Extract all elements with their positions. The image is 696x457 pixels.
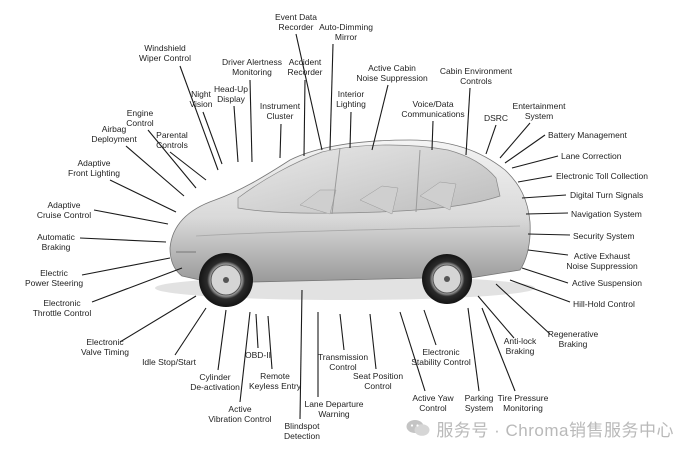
leader-line-hill-hold-control	[509, 279, 571, 303]
label-idle-stop-start: Idle Stop/Start	[142, 357, 196, 367]
leader-line-voice-data-communications	[431, 120, 434, 151]
label-cylinder-de-activation: Cylinder De-activation	[190, 372, 240, 392]
car-illustration	[155, 139, 535, 307]
label-security-system: Security System	[573, 231, 635, 241]
label-active-cabin-noise-suppression: Active Cabin Noise Suppression	[356, 63, 428, 83]
label-remote-keyless-entry: Remote Keyless Entry	[249, 371, 301, 391]
leader-line-airbag-deployment	[125, 145, 185, 197]
label-electronic-throttle-control: Electronic Throttle Control	[32, 298, 92, 318]
label-auto-dimming-mirror: Auto-Dimming Mirror	[319, 22, 373, 42]
leader-line-transmission-control	[339, 313, 345, 351]
label-parental-controls: Parental Controls	[156, 130, 188, 150]
label-electric-power-steering: Electric Power Steering	[24, 268, 84, 288]
leader-line-tire-pressure-monitoring	[481, 307, 516, 392]
label-head-up-display: Head-Up Display	[213, 84, 249, 104]
label-driver-alertness-monitoring: Driver Alertness Monitoring	[222, 57, 282, 77]
label-tire-pressure-monitoring: Tire Pressure Monitoring	[497, 393, 549, 413]
leader-line-windshield-wiper-control	[179, 65, 219, 171]
leader-line-lane-correction	[511, 155, 559, 169]
leader-line-seat-position-control	[369, 313, 377, 370]
leader-line-engine-control	[147, 129, 197, 189]
label-hill-hold-control: Hill-Hold Control	[573, 299, 635, 309]
label-engine-control: Engine Control	[126, 108, 154, 128]
label-dsrc: DSRC	[483, 113, 509, 123]
leader-line-active-suspension	[521, 267, 569, 284]
label-obd-ii: OBD-II	[245, 350, 271, 360]
leader-line-electronic-valve-timing	[119, 295, 197, 343]
label-battery-management: Battery Management	[548, 130, 627, 140]
leader-line-idle-stop-start	[174, 307, 207, 356]
leader-line-digital-turn-signals	[521, 194, 567, 199]
label-active-exhaust-noise-suppression: Active Exhaust Noise Suppression	[566, 251, 638, 271]
label-blindspot-detection: Blindspot Detection	[284, 421, 320, 441]
leader-line-remote-keyless-entry	[267, 315, 273, 370]
label-transmission-control: Transmission Control	[317, 352, 369, 372]
leader-line-night-vision	[202, 111, 223, 165]
label-seat-position-control: Seat Position Control	[352, 371, 404, 391]
label-windshield-wiper-control: Windshield Wiper Control	[139, 43, 191, 63]
leader-line-automatic-braking	[79, 237, 167, 243]
leader-line-dsrc	[485, 124, 497, 155]
leader-line-event-data-recorder	[295, 33, 323, 151]
leader-line-blindspot-detection	[299, 289, 303, 420]
wechat-bubble-icon	[406, 420, 430, 436]
label-regenerative-braking: Regenerative Braking	[547, 329, 599, 349]
label-parking-system: Parking System	[464, 393, 494, 413]
leader-line-electric-power-steering	[81, 257, 171, 276]
leader-line-security-system	[527, 233, 571, 236]
watermark: 服务号 · Chroma销售服务中心	[406, 415, 674, 441]
label-active-yaw-control: Active Yaw Control	[412, 393, 454, 413]
leader-line-battery-management	[504, 134, 546, 164]
label-electronic-valve-timing: Electronic Valve Timing	[80, 337, 130, 357]
label-digital-turn-signals: Digital Turn Signals	[570, 190, 644, 200]
label-lane-departure-warning: Lane Departure Warning	[304, 399, 364, 419]
leader-line-regenerative-braking	[495, 283, 551, 335]
leader-line-electronic-stability-control	[423, 309, 437, 346]
leader-line-interior-lighting	[349, 111, 352, 149]
leader-line-driver-alertness-monitoring	[249, 79, 253, 163]
label-anti-lock-braking: Anti-lock Braking	[503, 336, 537, 356]
label-interior-lighting: Interior Lighting	[336, 89, 366, 109]
leader-line-parking-system	[467, 307, 480, 392]
leader-line-cylinder-de-activation	[217, 309, 227, 371]
label-instrument-cluster: Instrument Cluster	[259, 101, 301, 121]
leader-line-instrument-cluster	[279, 123, 282, 159]
label-event-data-recorder: Event Data Recorder	[274, 12, 318, 32]
label-electronic-toll-collection: Electronic Toll Collection	[556, 171, 648, 181]
label-active-vibration-control: Active Vibration Control	[208, 404, 272, 424]
label-cabin-environment-controls: Cabin Environment Controls	[439, 66, 513, 86]
leader-line-adaptive-front-lighting	[109, 179, 177, 213]
leader-line-auto-dimming-mirror	[329, 43, 334, 151]
leader-line-head-up-display	[233, 105, 239, 163]
label-entertainment-system: Entertainment System	[512, 101, 566, 121]
label-lane-correction: Lane Correction	[561, 151, 622, 161]
leader-line-active-yaw-control	[399, 311, 426, 392]
leader-line-parental-controls	[169, 151, 207, 181]
label-accident-recorder: Accident Recorder	[287, 57, 323, 77]
leader-line-electronic-throttle-control	[91, 267, 183, 303]
leader-line-electronic-toll-collection	[517, 175, 553, 183]
leader-line-active-cabin-noise-suppression	[371, 84, 389, 151]
leader-line-navigation-system	[525, 212, 569, 215]
leader-line-anti-lock-braking	[477, 295, 515, 339]
label-airbag-deployment: Airbag Deployment	[91, 124, 137, 144]
leader-line-adaptive-cruise-control	[93, 209, 169, 225]
label-night-vision: Night Vision	[189, 89, 213, 109]
leader-line-active-vibration-control	[239, 311, 251, 403]
watermark-text: 服务号 · Chroma销售服务中心	[436, 420, 674, 440]
leader-line-entertainment-system	[499, 122, 531, 159]
label-adaptive-front-lighting: Adaptive Front Lighting	[68, 158, 120, 178]
label-voice-data-communications: Voice/Data Communications	[401, 99, 465, 119]
label-adaptive-cruise-control: Adaptive Cruise Control	[36, 200, 92, 220]
label-navigation-system: Navigation System	[571, 209, 642, 219]
leader-line-accident-recorder	[303, 79, 306, 157]
leader-line-active-exhaust-noise-suppression	[527, 249, 569, 256]
label-automatic-braking: Automatic Braking	[37, 232, 75, 252]
leader-line-obd-ii	[255, 313, 259, 349]
leader-line-cabin-environment-controls	[465, 87, 471, 156]
label-active-suspension: Active Suspension	[572, 278, 642, 288]
label-electronic-stability-control: Electronic Stability Control	[411, 347, 471, 367]
